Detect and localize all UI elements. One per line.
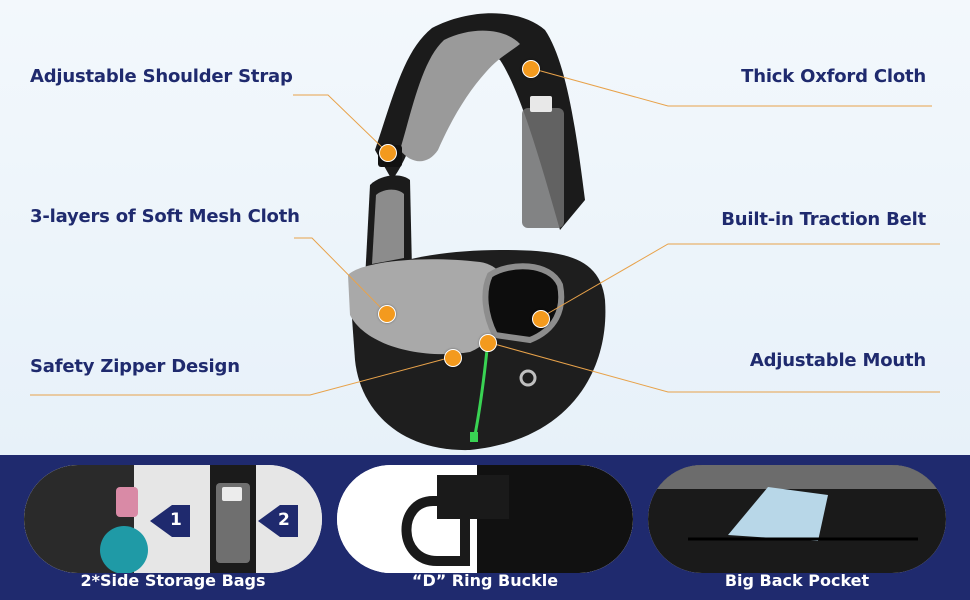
callout-leader-lines (30, 67, 940, 396)
label-zipper: Safety Zipper Design (30, 356, 240, 377)
badge-2-number: 2 (278, 510, 290, 530)
label-mesh-cloth: 3-layers of Soft Mesh Cloth (30, 206, 300, 227)
badge-1: 1 (150, 505, 190, 537)
callout-dot-shoulder-strap (379, 144, 397, 162)
d-ring-photo (337, 465, 633, 573)
product-stage: Adjustable Shoulder Strap Thick Oxford C… (0, 0, 970, 455)
callout-dot-traction-belt (532, 310, 550, 328)
badge-1-arrow-icon (150, 505, 190, 537)
label-oxford-cloth: Thick Oxford Cloth (741, 66, 926, 87)
caption-d-ring: “D” Ring Buckle (411, 571, 559, 590)
feature-footer-band: 1 2 2*Side Storage Bags “D” Ring Buckle … (0, 455, 970, 600)
pet-sling-bag-illustration (348, 13, 606, 451)
back-pocket-photo (648, 465, 946, 573)
d-ring-card (337, 465, 633, 573)
callout-dot-oxford-cloth (522, 60, 540, 78)
label-traction-belt: Built-in Traction Belt (721, 209, 926, 230)
callout-dot-mesh-cloth (378, 305, 396, 323)
badge-2-arrow-icon (258, 505, 298, 537)
label-mouth: Adjustable Mouth (749, 350, 926, 371)
callout-dot-mouth (479, 334, 497, 352)
callout-dot-zipper (444, 349, 462, 367)
badge-2: 2 (258, 505, 298, 537)
label-shoulder-strap: Adjustable Shoulder Strap (30, 66, 293, 87)
side-bags-card: 1 2 (24, 465, 322, 573)
back-pocket-card (648, 465, 946, 573)
caption-back-pocket: Big Back Pocket (724, 571, 870, 590)
caption-side-bags: 2*Side Storage Bags (80, 571, 266, 590)
badge-1-number: 1 (170, 510, 182, 530)
